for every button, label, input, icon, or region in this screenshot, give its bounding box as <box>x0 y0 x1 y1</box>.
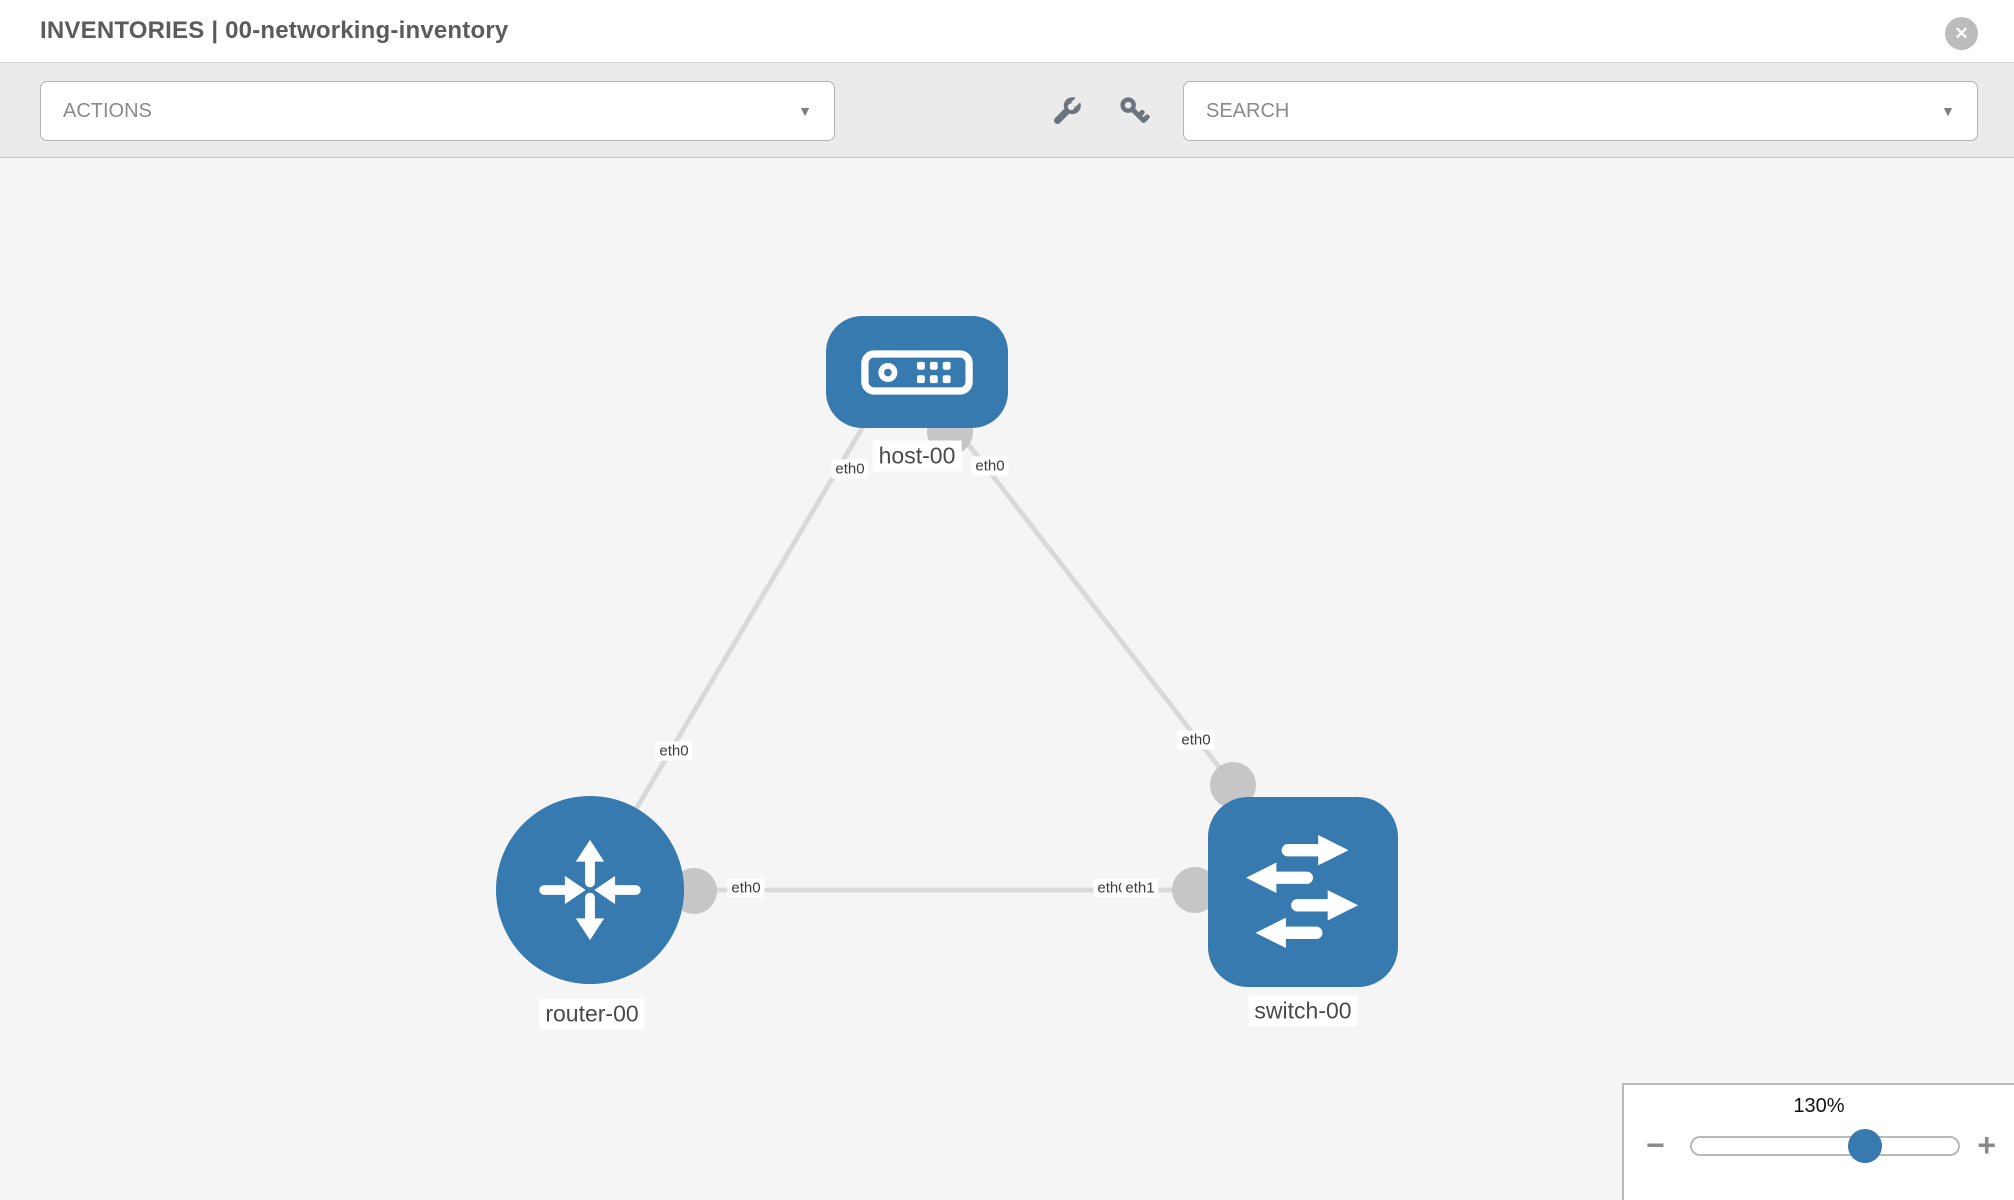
switch-icon <box>1246 835 1359 949</box>
interface-connector <box>1210 762 1256 808</box>
close-icon[interactable]: ✕ <box>1945 17 1978 50</box>
topology-canvas[interactable]: host-00 router-00 switch-00 eth0 eth0 et… <box>0 158 2014 1200</box>
zoom-panel: 130% − + <box>1622 1083 2014 1200</box>
router-icon <box>539 839 641 941</box>
page-title: INVENTORIES | 00-networking-inventory <box>40 17 509 44</box>
node-host-00[interactable] <box>826 316 1008 428</box>
zoom-slider-track[interactable] <box>1690 1129 1960 1163</box>
interface-label: eth0 <box>971 456 1009 476</box>
host-icon <box>861 349 973 395</box>
key-icon[interactable] <box>1117 94 1151 128</box>
interface-label: eth1 <box>1121 878 1159 898</box>
interface-label: eth0 <box>1093 878 1131 898</box>
zoom-out-button[interactable]: − <box>1646 1127 1665 1163</box>
chevron-down-icon: ▼ <box>1941 103 1955 119</box>
zoom-level-value: 130% <box>1793 1095 1845 1117</box>
close-glyph: ✕ <box>1954 23 1969 43</box>
node-label-switch-00: switch-00 <box>1248 995 1358 1027</box>
breadcrumb-header: INVENTORIES | 00-networking-inventory ✕ <box>0 0 2014 62</box>
interface-label: eth0 <box>727 878 765 898</box>
node-switch-00[interactable] <box>1208 797 1398 987</box>
interface-label: eth0 <box>655 741 693 761</box>
node-label-host-00: host-00 <box>872 440 962 472</box>
interface-connector <box>1172 867 1218 913</box>
search-placeholder: SEARCH <box>1206 99 1290 122</box>
zoom-slider-thumb[interactable] <box>1848 1129 1882 1163</box>
node-label-router-00: router-00 <box>539 998 645 1030</box>
zoom-slider-row: − + <box>1624 1126 2014 1166</box>
zoom-in-button[interactable]: + <box>1977 1127 1996 1163</box>
actions-dropdown-label: ACTIONS <box>63 99 152 122</box>
interface-label: eth0 <box>831 459 869 479</box>
search-dropdown[interactable]: SEARCH ▼ <box>1183 81 1978 141</box>
interface-label: eth0 <box>1177 730 1215 750</box>
toolbar: ACTIONS ▼ SEARCH ▼ <box>0 62 2014 158</box>
topology-links-layer <box>590 396 1300 914</box>
node-router-00[interactable] <box>496 796 684 984</box>
chevron-down-icon: ▼ <box>798 103 812 119</box>
wrench-icon[interactable] <box>1050 94 1084 128</box>
actions-dropdown[interactable]: ACTIONS ▼ <box>40 81 835 141</box>
